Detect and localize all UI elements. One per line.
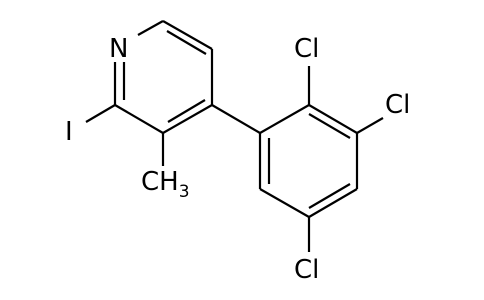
methyl-subscript: 3 <box>179 182 190 202</box>
bond-c4-c3-inner <box>167 99 206 123</box>
bond-p5-p6 <box>259 188 310 218</box>
bond-p3-cl <box>356 117 384 134</box>
atom-chlorine-2: Cl <box>385 90 410 120</box>
methyl-group-text: CH <box>141 167 179 197</box>
bond-p2-p3 <box>308 104 358 134</box>
atom-iodine: I <box>65 117 73 147</box>
bond-p4-p5 <box>308 188 358 218</box>
atom-methyl: CH3 <box>141 167 190 202</box>
bond-n1-c6 <box>137 20 164 36</box>
atom-chlorine-1: Cl <box>294 34 319 64</box>
bond-c4-phenyl <box>211 104 261 134</box>
bond-c6-c5 <box>162 20 213 50</box>
bond-c4-c3 <box>162 104 213 134</box>
bond-p2-p3-inner <box>308 113 351 139</box>
atom-nitrogen: N <box>109 34 128 64</box>
bond-c3-c2 <box>114 104 164 134</box>
atom-chlorine-3: Cl <box>294 255 319 285</box>
bond-p4-p5-inner <box>308 183 351 209</box>
bond-p1-p2 <box>259 104 310 134</box>
bond-c2-i <box>85 104 116 123</box>
bond-c6-c5-inner <box>166 30 207 55</box>
